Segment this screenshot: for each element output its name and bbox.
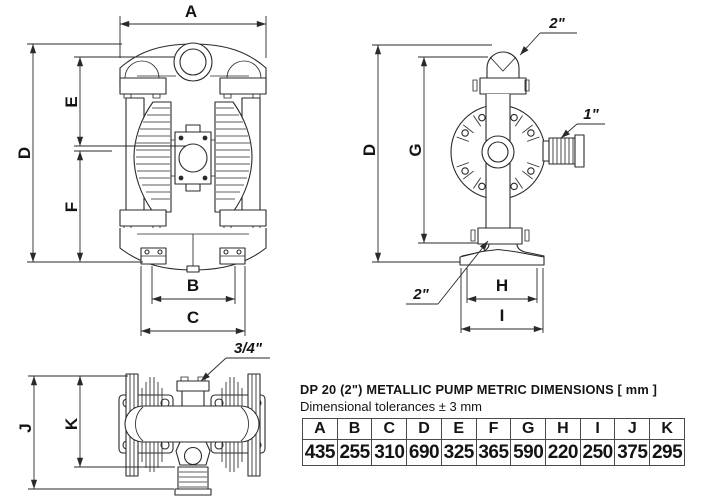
dimension-d-front: D xyxy=(15,43,143,263)
dimension-a: A xyxy=(119,2,267,58)
table-value-cell: 295 xyxy=(649,439,685,466)
callout-port-exhaust: 3/4" xyxy=(200,340,270,382)
front-top-left-clamp xyxy=(119,77,167,95)
dim-label-i: I xyxy=(500,306,505,325)
table-header-cell: J xyxy=(614,418,651,440)
dim-label-j: J xyxy=(16,423,35,432)
side-air-port xyxy=(542,134,585,168)
dimension-i: I xyxy=(460,268,544,333)
table-value-cell: 365 xyxy=(475,439,512,466)
table-value-cell: 690 xyxy=(406,439,442,466)
dimension-table: A B C D E F G H I J K 435 255 310 690 32… xyxy=(302,418,685,466)
front-feet xyxy=(140,247,246,265)
dimension-b: B xyxy=(151,266,236,304)
front-valve-port xyxy=(178,143,208,173)
side-top-port xyxy=(472,51,530,95)
table-value-cell: 250 xyxy=(579,439,616,466)
table-subtitle: Dimensional tolerances ± 3 mm xyxy=(300,399,482,414)
dimension-h: H xyxy=(466,268,538,303)
dim-label-a: A xyxy=(185,2,197,21)
dimension-g: G xyxy=(406,56,488,244)
table-value-row: 435 255 310 690 325 365 590 220 250 375 … xyxy=(302,439,685,466)
side-center-boss xyxy=(481,135,515,169)
table-header-cell: D xyxy=(406,418,442,440)
dim-label-b: B xyxy=(187,276,199,295)
top-air-valve-muffler xyxy=(174,441,212,496)
dim-label-e: E xyxy=(62,96,81,107)
table-header-row: A B C D E F G H I J K xyxy=(302,418,685,440)
table-header-cell: B xyxy=(336,418,373,440)
dim-label-h: H xyxy=(496,276,508,295)
table-header-cell: E xyxy=(440,418,477,440)
dimension-f: F xyxy=(62,150,112,262)
port-label-2in-top: 2" xyxy=(548,15,565,32)
side-housing-bolts xyxy=(461,113,535,191)
dimension-d-side: D xyxy=(360,44,492,263)
dimension-k: K xyxy=(62,376,175,468)
side-base-plate xyxy=(459,248,545,266)
table-header-cell: C xyxy=(371,418,408,440)
top-exhaust-fitting xyxy=(176,376,210,407)
table-value-cell: 310 xyxy=(371,439,408,466)
dim-label-k: K xyxy=(62,417,81,430)
table-value-cell: 435 xyxy=(302,439,338,466)
table-value-cell: 220 xyxy=(545,439,581,466)
port-label-3-4in-exhaust: 3/4" xyxy=(234,340,263,357)
dimension-e: E xyxy=(62,56,186,147)
dim-label-d-side: D xyxy=(360,144,379,156)
table-value-cell: 590 xyxy=(510,439,547,466)
dimension-table-block: DP 20 (2") METALLIC PUMP METRIC DIMENSIO… xyxy=(300,382,686,466)
table-title: DP 20 (2") METALLIC PUMP METRIC DIMENSIO… xyxy=(300,382,658,397)
table-header-cell: I xyxy=(579,418,616,440)
table-header-cell: H xyxy=(545,418,581,440)
front-air-valve xyxy=(174,131,212,185)
top-manifold-tube xyxy=(124,405,260,443)
table-value-cell: 375 xyxy=(614,439,651,466)
dim-label-d-front: D xyxy=(15,147,34,159)
front-top-right-clamp xyxy=(219,77,267,95)
table-header-cell: F xyxy=(475,418,512,440)
table-value-cell: 325 xyxy=(440,439,477,466)
port-label-1in-air: 1" xyxy=(583,106,599,123)
callout-port-bottom-2in: 2" xyxy=(406,240,489,305)
table-header-cell: A xyxy=(302,418,338,440)
callout-port-top-2in: 2" xyxy=(519,15,577,56)
table-header-cell: G xyxy=(510,418,547,440)
table-header-cell: K xyxy=(649,418,685,440)
front-bottom-right-clamp xyxy=(219,209,267,227)
front-right-housing-fins xyxy=(216,107,250,200)
dimension-c: C xyxy=(140,266,246,336)
callout-port-air-1in: 1" xyxy=(560,106,605,139)
side-view: D G H I 2" 1" xyxy=(360,15,605,333)
table-value-cell: 255 xyxy=(336,439,373,466)
side-bottom-clamp xyxy=(477,227,523,245)
top-view: J K 3/4" xyxy=(16,340,270,496)
front-left-housing-fins xyxy=(136,107,170,200)
front-bottom-left-clamp xyxy=(119,209,167,227)
front-view: A D E F B C xyxy=(15,2,267,336)
dim-label-g: G xyxy=(406,143,425,156)
dim-label-f: F xyxy=(62,202,81,212)
port-label-2in-bottom: 2" xyxy=(412,286,429,303)
dimension-j: J xyxy=(16,375,174,490)
dim-label-c: C xyxy=(187,308,199,327)
